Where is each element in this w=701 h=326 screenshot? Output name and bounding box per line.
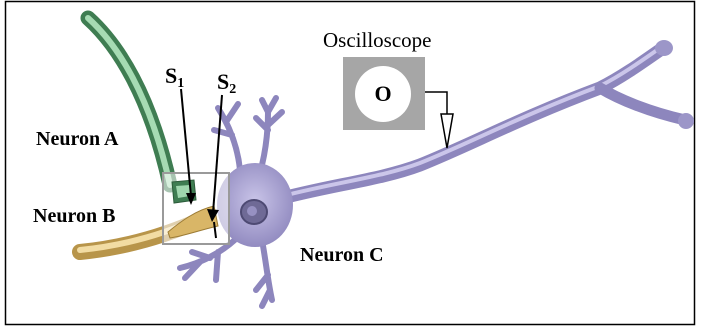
axon-terminal [655, 40, 673, 56]
s2-letter: S [217, 69, 229, 94]
oscilloscope-title: Oscilloscope [323, 30, 431, 51]
axon-terminal [678, 113, 694, 129]
oscilloscope-lead [425, 92, 447, 114]
neuron-c-axon-highlight [275, 48, 660, 198]
s1-subscript: 1 [177, 76, 184, 91]
neuron-a-axon [88, 18, 170, 185]
neuron-a-label: Neuron A [36, 129, 118, 149]
s2-label: S2 [217, 71, 236, 97]
neuron-c-axon [275, 50, 660, 200]
dendrite [256, 98, 282, 165]
neuron-c-axon-branch [600, 88, 685, 120]
oscilloscope-box: O [343, 57, 425, 130]
neuron-c-label: Neuron C [300, 245, 384, 265]
dendrite [256, 240, 272, 306]
neuron-c-nucleolus [247, 206, 257, 216]
neuron-b-label: Neuron B [33, 206, 115, 226]
s2-subscript: 2 [229, 82, 236, 97]
s1-label: S1 [165, 65, 184, 91]
oscilloscope-probe [441, 114, 453, 148]
neuron-c [180, 40, 694, 306]
s1-letter: S [165, 63, 177, 88]
oscilloscope-dial: O [355, 66, 411, 122]
